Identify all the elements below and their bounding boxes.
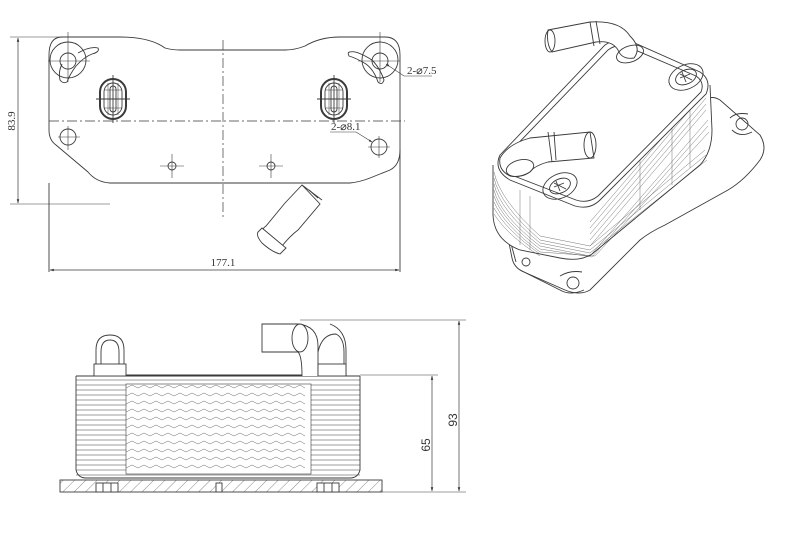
dim-height-83-9: 83.9 (6, 111, 18, 131)
isometric-view (492, 20, 765, 294)
callout-hole-8-1: 2-⌀8.1 (331, 121, 361, 133)
dim-core-height-65: 65 (419, 438, 433, 452)
dim-overall-height-93: 93 (446, 413, 460, 427)
top-view (10, 32, 432, 272)
dim-width-177-1: 177.1 (211, 257, 236, 269)
port-left (96, 75, 130, 123)
side-view (59, 319, 466, 493)
callout-hole-7-5: 2-⌀7.5 (407, 65, 437, 77)
outlet-pipe (257, 184, 323, 255)
port-right (317, 75, 351, 123)
